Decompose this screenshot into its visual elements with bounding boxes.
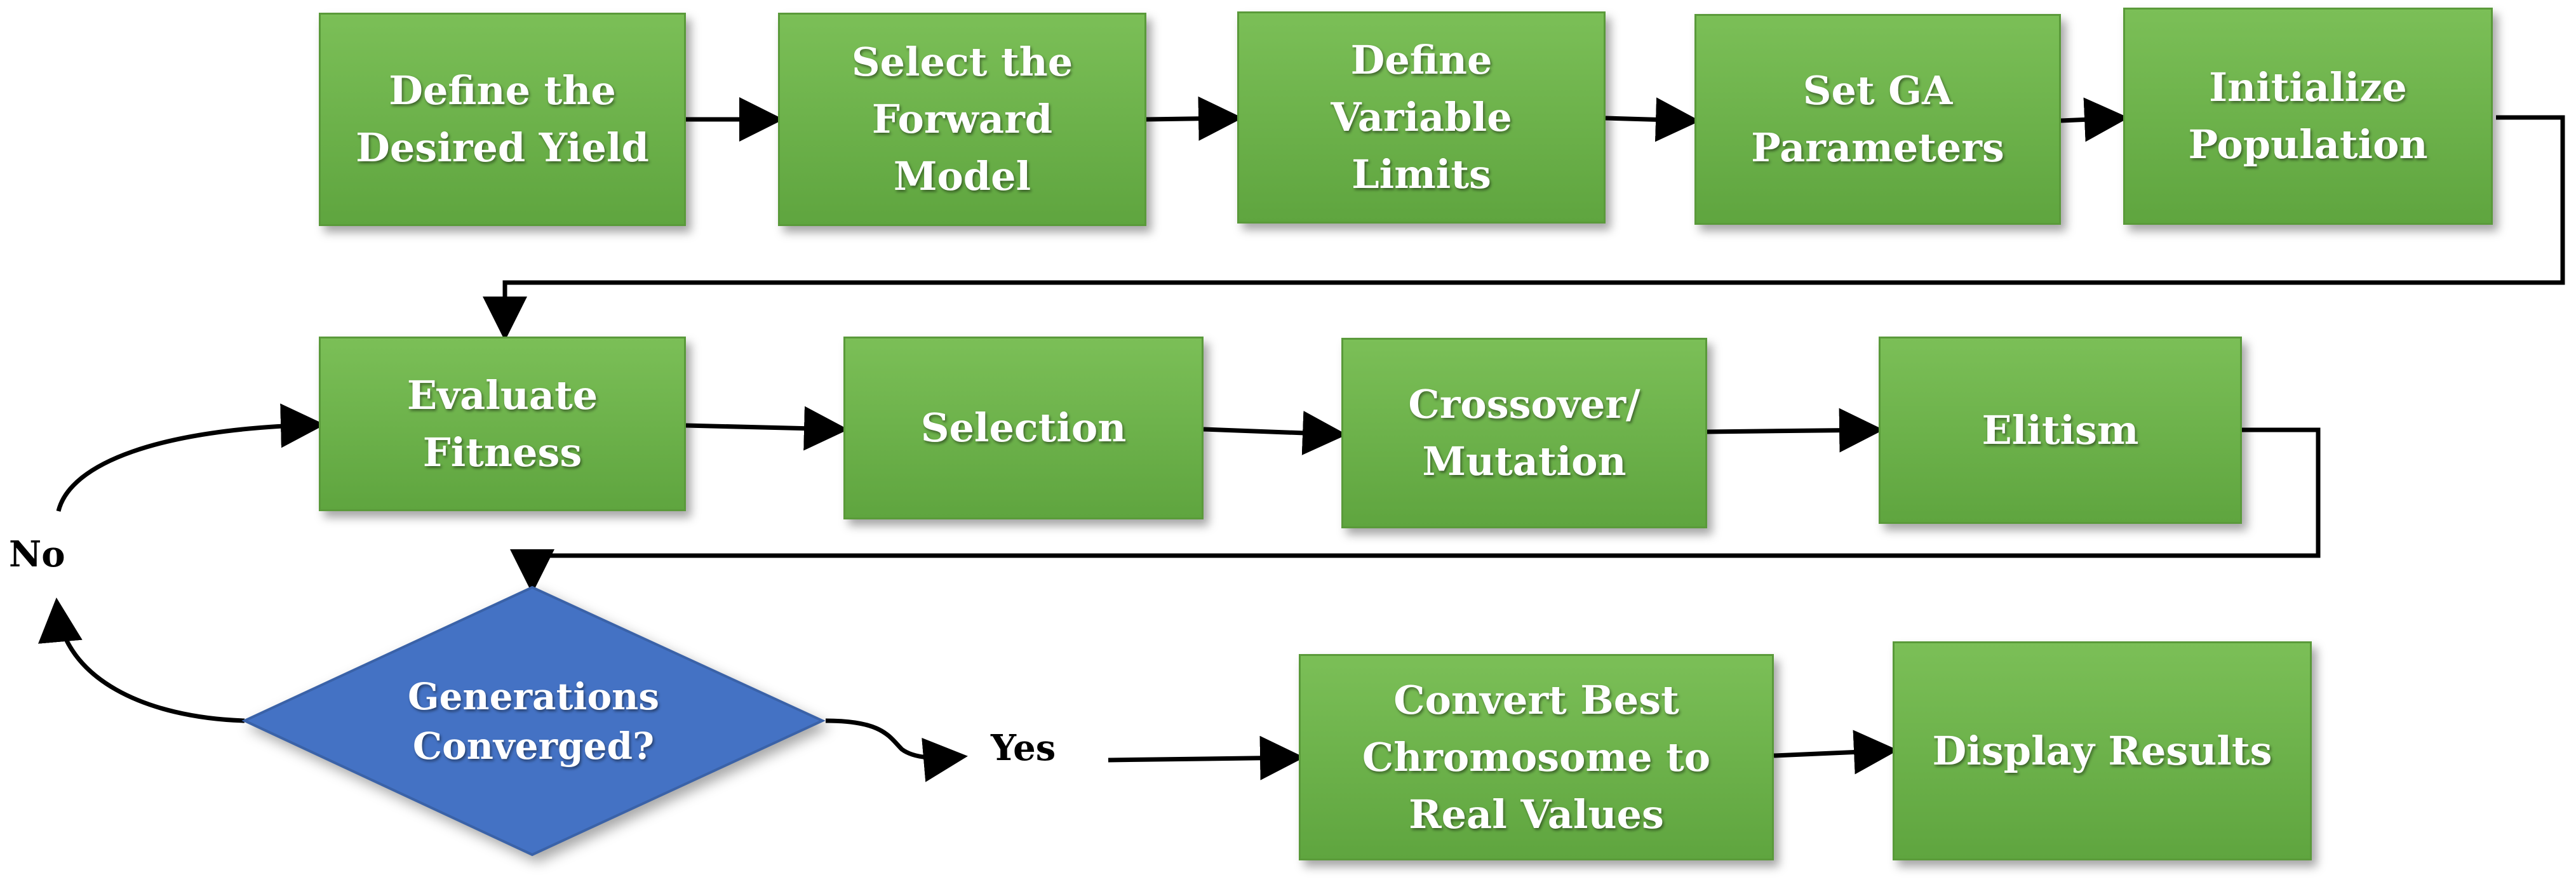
arrow-no-up [56,403,325,512]
decision-generations-converged-label: Generations Converged? [408,675,659,768]
process-elitism: Elitism [1879,337,2242,524]
edge-label-yes: Yes [991,727,1056,769]
process-elitism-label: Elitism [1982,406,2139,453]
arrow-decision-to-yes [825,718,968,782]
process-select-forward-model-label: Select the Forward Model [851,39,1073,199]
arrow-model-to-limits [1146,96,1243,141]
process-set-ga-parameters-label: Set GA Parameters [1751,67,2004,171]
arrow-params-to-population [2060,97,2129,142]
process-define-desired-yield: Define the Desired Yield [319,13,686,226]
process-display-results-label: Display Results [1932,727,2272,774]
arrow-elitism-to-decision [510,427,2321,594]
process-select-forward-model: Select the Forward Model [778,13,1146,226]
arrow-yes-to-convert [1108,735,1305,780]
process-crossover-mutation-label: Crossover/ Mutation [1408,381,1640,484]
arrow-fitness-to-selection [685,406,849,451]
arrow-limits-to-params [1605,97,1700,142]
process-convert-best-chromosome: Convert Best Chromosome to Real Values [1299,654,1774,860]
process-convert-best-chromosome-label: Convert Best Chromosome to Real Values [1362,676,1711,838]
arrow-population-to-fitness [483,115,2565,341]
arrow-selection-to-crossover [1203,410,1347,455]
arrow-convert-to-display [1773,730,1898,775]
process-initialize-population: Initialize Population [2123,8,2493,225]
process-define-desired-yield-label: Define the Desired Yield [356,67,649,171]
arrow-no-down [38,598,245,723]
process-selection-label: Selection [920,404,1127,451]
process-selection: Selection [843,337,1204,519]
process-define-variable-limits: Define Variable Limits [1237,11,1606,224]
process-define-variable-limits-label: Define Variable Limits [1331,37,1512,197]
process-crossover-mutation: Crossover/ Mutation [1341,338,1707,528]
process-evaluate-fitness: Evaluate Fitness [319,337,686,511]
edge-label-no: No [9,533,65,575]
process-evaluate-fitness-label: Evaluate Fitness [406,371,598,476]
process-set-ga-parameters: Set GA Parameters [1694,14,2061,225]
decision-diamond [241,585,826,857]
process-initialize-population-label: Initialize Population [2188,64,2428,168]
process-display-results: Display Results [1893,641,2312,860]
arrow-crossover-to-elitism [1707,408,1884,453]
